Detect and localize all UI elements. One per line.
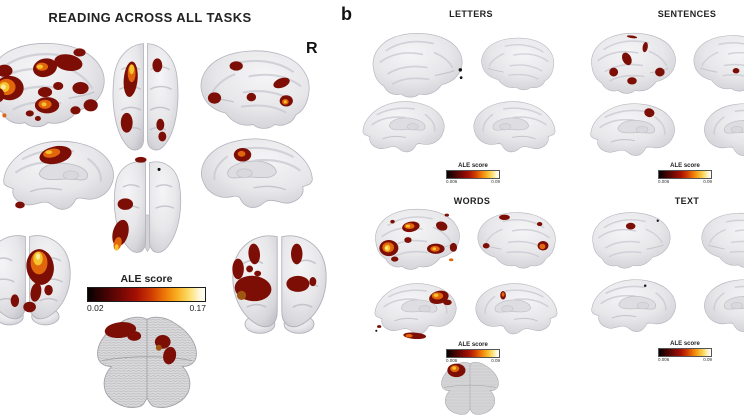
- panel-a-brain-posterior: [0, 227, 90, 327]
- colorbar-gradient: [658, 170, 712, 179]
- letters-brain-right-lateral: [478, 30, 560, 99]
- panel-a-brain-dorsal: [101, 37, 190, 157]
- text-brain-right-medial: [700, 277, 744, 343]
- letters-brain-left-lateral: [363, 31, 469, 101]
- colorbar-min: 0.006: [446, 358, 458, 363]
- sentences-brain-left-lateral: [582, 31, 682, 97]
- words-brain-left-medial: [362, 281, 466, 340]
- letters-brain-left-medial: [352, 99, 452, 163]
- words-brain-right-medial: [470, 281, 566, 345]
- ale-colorbar-letters: ALE score 0.006 0.09: [446, 163, 500, 184]
- panel-a-brain-left-lateral: [0, 40, 110, 132]
- colorbar-min: 0.006: [658, 357, 670, 362]
- colorbar-gradient: [658, 348, 712, 357]
- colorbar-title: ALE score: [670, 163, 700, 169]
- panel-b-label: b: [341, 4, 352, 24]
- colorbar-title: ALE score: [670, 341, 700, 347]
- panel-a-brain-right-lateral: [193, 48, 321, 133]
- letters-brain-right-medial: [468, 99, 564, 163]
- subpanel-title-sentences: SENTENCES: [657, 9, 717, 19]
- colorbar-min: 0.006: [446, 179, 458, 184]
- colorbar-gradient: [87, 287, 206, 302]
- panel-a-brain-left-medial: [0, 137, 119, 225]
- colorbar-gradient: [446, 349, 500, 358]
- panel-a-brain-right-medial: [196, 135, 322, 223]
- ale-colorbar-words: ALE score 0.006 0.09: [446, 342, 500, 363]
- panel-a-brain-occipital-pair: [222, 224, 337, 338]
- colorbar-gradient: [446, 170, 500, 179]
- panel-a-title: READING ACROSS ALL TASKS: [48, 10, 252, 25]
- subpanel-title-letters: LETTERS: [449, 9, 493, 19]
- sentences-brain-right-medial: [700, 101, 744, 167]
- ale-colorbar-text: ALE score 0.006 0.09: [658, 341, 712, 362]
- text-brain-left-lateral: [586, 206, 674, 276]
- panel-a-cerebellum-flatmap: [88, 312, 206, 413]
- right-hemisphere-label: R: [306, 40, 318, 57]
- text-brain-left-medial: [582, 277, 682, 343]
- colorbar-title: ALE score: [458, 163, 488, 169]
- subpanel-title-text: TEXT: [674, 196, 700, 206]
- colorbar-max: 0.09: [491, 179, 500, 184]
- colorbar-max: 0.09: [703, 357, 712, 362]
- words-brain-right-lateral: [474, 207, 562, 275]
- text-brain-right-lateral: [698, 206, 744, 276]
- colorbar-min: 0.006: [658, 179, 670, 184]
- subpanel-title-words: WORDS: [453, 196, 491, 206]
- sentences-brain-left-medial: [580, 101, 682, 167]
- colorbar-title: ALE score: [120, 273, 173, 285]
- panel-a-brain-ventral: [112, 156, 195, 260]
- ale-colorbar-main: ALE score 0.02 0.17: [87, 273, 206, 313]
- ale-colorbar-sentences: ALE score 0.006 0.09: [658, 163, 712, 184]
- colorbar-min: 0.02: [87, 303, 104, 313]
- words-cerebellum-flatmap: [436, 360, 504, 417]
- words-brain-left-lateral: [363, 207, 469, 273]
- colorbar-title: ALE score: [458, 342, 488, 348]
- sentences-brain-right-lateral: [690, 31, 744, 97]
- colorbar-max: 0.09: [703, 179, 712, 184]
- colorbar-max: 0.17: [189, 303, 206, 313]
- colorbar-max: 0.09: [491, 358, 500, 363]
